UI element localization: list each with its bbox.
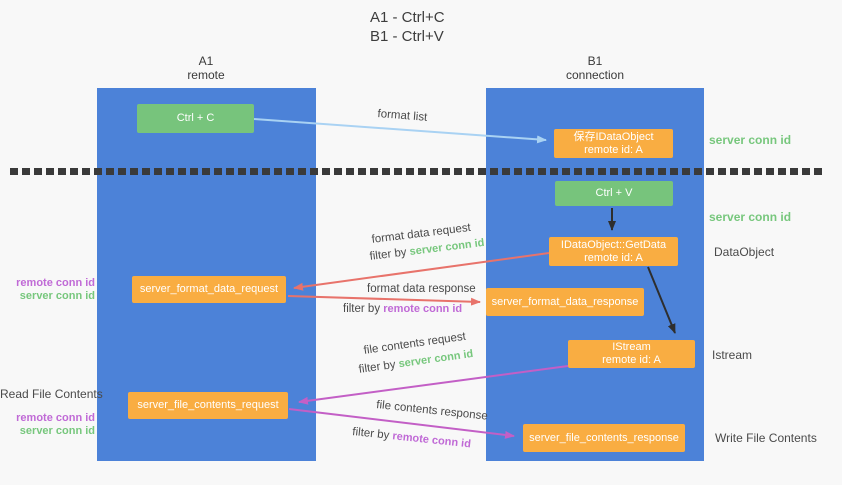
arrow-format-data-response	[287, 295, 481, 306]
getdata-line1: IDataObject::GetData	[560, 238, 667, 251]
annotation-remote-conn-id-top: remote conn id	[16, 277, 95, 289]
istream-line1: IStream	[612, 341, 651, 353]
save-dataobject-line2: remote id: A	[584, 143, 643, 156]
node-save-dataobject: 保存IDataObject remote id: A	[554, 129, 673, 158]
annotation-server-conn-id-top: server conn id	[709, 133, 792, 147]
filter-key-remote-conn-id: remote conn id	[391, 430, 472, 451]
label-format-data-response-filter: filter by remote conn id	[343, 303, 462, 315]
node-ctrl-v: Ctrl + V	[555, 181, 673, 206]
save-dataobject-line1: 保存IDataObject	[573, 130, 654, 143]
lane-header-b1: B1 connection	[535, 54, 655, 82]
node-server-file-contents-response: server_file_contents_response	[523, 424, 685, 452]
filter-by-text: filter by	[351, 426, 394, 443]
annotation-write-file-contents: Write File Contents	[715, 431, 817, 445]
ctrl-c-label: Ctrl + C	[176, 112, 215, 124]
ctrl-v-label: Ctrl + V	[595, 187, 633, 199]
node-getdata: IDataObject::GetData remote id: A	[549, 237, 678, 266]
lane-b1-role: connection	[565, 68, 625, 82]
server-format-data-request-label: server_format_data_request	[139, 283, 279, 295]
diagram-title: A1 - Ctrl+C B1 - Ctrl+V	[370, 8, 445, 46]
annotation-server-conn-id-left-bottom: server conn id	[19, 425, 95, 437]
label-file-contents-response: file contents response	[375, 399, 489, 423]
dotted-separator	[10, 168, 824, 175]
lane-a1-name: A1	[198, 54, 214, 68]
label-file-contents-response-filter: filter by remote conn id	[352, 426, 472, 450]
annotation-istream: Istream	[712, 348, 753, 362]
server-file-contents-request-label: server_file_contents_request	[137, 399, 279, 411]
label-format-data-response: format data response	[367, 283, 476, 295]
server-format-data-response-label: server_format_data_response	[491, 295, 639, 308]
annotation-server-conn-id-left-top: server conn id	[19, 290, 95, 302]
annotation-dataobject: DataObject	[714, 245, 775, 259]
filter-by-text: filter by	[343, 303, 384, 315]
node-istream: IStream remote id: A	[568, 340, 695, 368]
node-server-format-data-request: server_format_data_request	[132, 276, 286, 303]
node-server-file-contents-request: server_file_contents_request	[128, 392, 288, 419]
filter-key-server-conn-id: server conn id	[397, 347, 475, 371]
annotation-remote-conn-id-bottom: remote conn id	[16, 412, 95, 424]
lane-b1-name: B1	[587, 54, 603, 68]
node-ctrl-c: Ctrl + C	[137, 104, 254, 133]
lane-a1-role: remote	[187, 68, 225, 82]
filter-key-server-conn-id: server conn id	[408, 236, 486, 259]
title-line-2: B1 - Ctrl+V	[370, 28, 444, 45]
filter-by-text: filter by	[358, 358, 400, 376]
lane-header-a1: A1 remote	[146, 54, 266, 82]
istream-line2: remote id: A	[602, 354, 661, 366]
annotation-server-conn-id-mid: server conn id	[709, 210, 792, 224]
annotation-read-file-contents: Read File Contents	[0, 387, 103, 401]
filter-key-remote-conn-id: remote conn id	[383, 303, 463, 315]
node-server-format-data-response: server_format_data_response	[486, 288, 644, 316]
label-format-list: format list	[377, 108, 428, 124]
title-line-1: A1 - Ctrl+C	[370, 9, 445, 26]
filter-by-text: filter by	[369, 246, 411, 263]
getdata-line2: remote id: A	[584, 251, 643, 264]
server-file-contents-response-label: server_file_contents_response	[529, 431, 679, 444]
